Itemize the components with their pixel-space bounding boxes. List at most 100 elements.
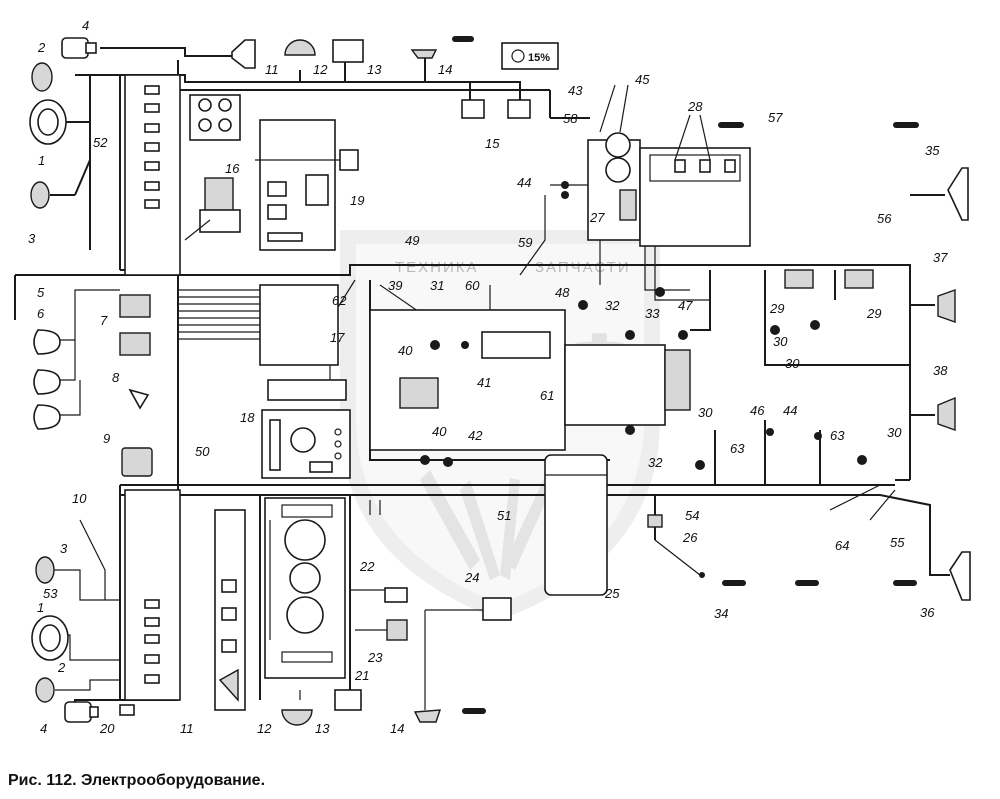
label-17: 17	[330, 330, 345, 345]
label-24: 24	[464, 570, 479, 585]
rear-lamp-icon-35	[947, 167, 969, 221]
label-56: 56	[877, 211, 892, 226]
label-43: 43	[568, 83, 583, 98]
parking-lamp-icon-top	[31, 62, 53, 92]
label-35: 35	[925, 143, 940, 158]
parking-lamp-icon-bottom	[35, 677, 55, 703]
label-41: 41	[477, 375, 491, 390]
label-57: 57	[768, 110, 783, 125]
label-31: 31	[430, 278, 444, 293]
label-63: 63	[730, 441, 745, 456]
relay-15b	[507, 99, 531, 119]
side-lamp-icon-6	[33, 369, 61, 395]
switch-icon-8	[128, 388, 150, 410]
label-45: 45	[635, 72, 650, 87]
sensor-44	[561, 181, 569, 189]
rear-lamp-icon-36	[949, 551, 971, 601]
figure-caption: Рис. 112. Электрооборудование.	[8, 772, 266, 789]
relay-box-top	[332, 39, 364, 63]
label-37: 37	[933, 250, 948, 265]
label-48: 48	[555, 285, 570, 300]
label-2: 2	[37, 40, 46, 55]
engine-block	[369, 309, 691, 451]
label-11: 11	[180, 721, 194, 736]
label-20: 20	[99, 721, 115, 736]
label-30: 30	[698, 405, 713, 420]
label-21: 21	[354, 668, 369, 683]
label-11: 11	[265, 62, 279, 77]
label-28: 28	[687, 99, 703, 114]
sensor-30b	[810, 320, 820, 330]
sensor-44-lower	[814, 432, 822, 440]
sensor-39	[461, 341, 469, 349]
label-33: 33	[645, 306, 660, 321]
label-4: 4	[40, 721, 47, 736]
label-2: 2	[57, 660, 66, 675]
label-60: 60	[465, 278, 480, 293]
speaker-icon-top	[231, 39, 256, 69]
sensor-30	[770, 325, 780, 335]
dome-lamp-icon-top	[284, 39, 316, 56]
label-53: 53	[43, 586, 58, 601]
label-32: 32	[605, 298, 620, 313]
side-lamp-icon-lower	[33, 404, 61, 430]
switch-icon-top	[410, 49, 438, 59]
label-44: 44	[517, 175, 531, 190]
connector-20	[119, 704, 135, 716]
label-29: 29	[866, 306, 881, 321]
fuse-block-upper	[124, 74, 181, 276]
label-49: 49	[405, 233, 419, 248]
label-3: 3	[60, 541, 68, 556]
fog-lamp-icon-bottom	[35, 556, 55, 584]
indicator-label: 15%	[528, 52, 550, 64]
label-25: 25	[604, 586, 620, 601]
label-40: 40	[398, 343, 413, 358]
switch-23	[386, 619, 408, 641]
instrument-cluster-21	[264, 497, 346, 679]
label-19: 19	[350, 193, 364, 208]
label-51: 51	[497, 508, 511, 523]
switch-icon-bottom	[413, 709, 441, 723]
label-18: 18	[240, 410, 255, 425]
label-30: 30	[887, 425, 902, 440]
label-58: 58	[563, 111, 578, 126]
label-47: 47	[678, 298, 693, 313]
sensor-32	[625, 330, 635, 340]
sensor-46	[766, 428, 774, 436]
relay-7b	[119, 332, 151, 356]
relay-7a	[119, 294, 151, 318]
relay-29b	[844, 269, 874, 289]
marker-lamp-icon	[795, 580, 819, 586]
label-15: 15	[485, 136, 500, 151]
label-50: 50	[195, 444, 210, 459]
sensor-30c	[695, 460, 705, 470]
tank-25	[544, 454, 608, 596]
rear-lamp-icon-37	[937, 289, 956, 323]
label-39: 39	[388, 278, 402, 293]
label-34: 34	[714, 606, 728, 621]
label-62: 62	[332, 293, 347, 308]
label-64: 64	[835, 538, 849, 553]
sensor-48	[578, 300, 588, 310]
label-6: 6	[37, 306, 45, 321]
label-13: 13	[367, 62, 382, 77]
label-12: 12	[313, 62, 328, 77]
watermark-right-text: ЗАПЧАСТИ	[535, 259, 631, 276]
marker-lamp-icon	[893, 122, 919, 128]
label-10: 10	[72, 491, 87, 506]
unit-17	[259, 284, 339, 366]
relay-15a	[461, 99, 485, 119]
label-7: 7	[100, 313, 108, 328]
sensor-42	[443, 457, 453, 467]
label-63: 63	[830, 428, 845, 443]
label-46: 46	[750, 403, 765, 418]
label-14: 14	[390, 721, 404, 736]
components: 15%	[29, 36, 971, 726]
relay-box-bottom	[334, 689, 362, 711]
label-26: 26	[682, 530, 698, 545]
headlamp-lens-icon-bottom	[39, 624, 61, 652]
fuse-block-lower	[124, 489, 181, 701]
label-14: 14	[438, 62, 452, 77]
label-36: 36	[920, 605, 935, 620]
